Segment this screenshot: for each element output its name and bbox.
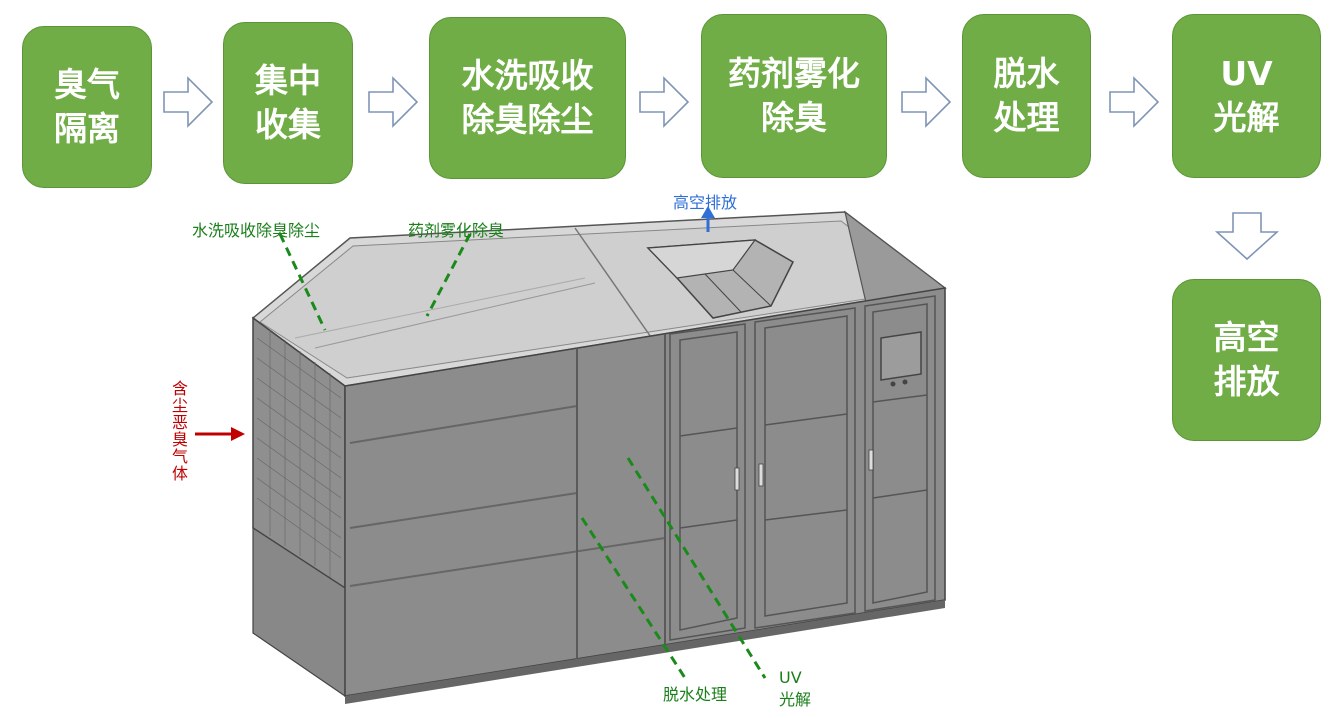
step-water-wash: 水洗吸收 除臭除尘 bbox=[429, 17, 626, 179]
control-panel-screen bbox=[880, 331, 922, 381]
step-dewatering: 脱水 处理 bbox=[962, 14, 1091, 178]
step-chemical-spray: 药剂雾化 除臭 bbox=[701, 14, 887, 178]
flow-arrow-3 bbox=[639, 76, 690, 128]
label-inlet-gas: 含尘恶臭气体 bbox=[171, 379, 188, 483]
step-uv-photolysis: UV 光解 bbox=[1172, 14, 1321, 178]
flow-arrow-4 bbox=[901, 76, 952, 128]
deodorization-equipment-drawing bbox=[195, 206, 947, 704]
leader-line-water-wash bbox=[278, 233, 327, 331]
label-chemical-spray: 药剂雾化除臭 bbox=[408, 221, 505, 240]
step-centralized-collection: 集中 收集 bbox=[223, 22, 353, 184]
label-dewatering: 脱水处理 bbox=[663, 685, 728, 704]
flow-arrow-5 bbox=[1109, 76, 1160, 128]
leader-line-uv bbox=[626, 457, 767, 679]
flow-arrow-1 bbox=[163, 76, 214, 128]
label-uv-photolysis: UV 光解 bbox=[779, 668, 812, 709]
label-water-wash: 水洗吸收除臭除尘 bbox=[192, 221, 321, 240]
leader-line-dewater bbox=[580, 517, 687, 679]
step-high-altitude-discharge: 高空 排放 bbox=[1172, 279, 1321, 441]
flow-arrow-down bbox=[1214, 212, 1280, 261]
label-exhaust: 高空排放 bbox=[673, 193, 738, 212]
leader-line-spray bbox=[425, 233, 472, 317]
flow-arrow-2 bbox=[368, 76, 419, 128]
step-odor-isolation: 臭气 隔离 bbox=[22, 26, 152, 188]
